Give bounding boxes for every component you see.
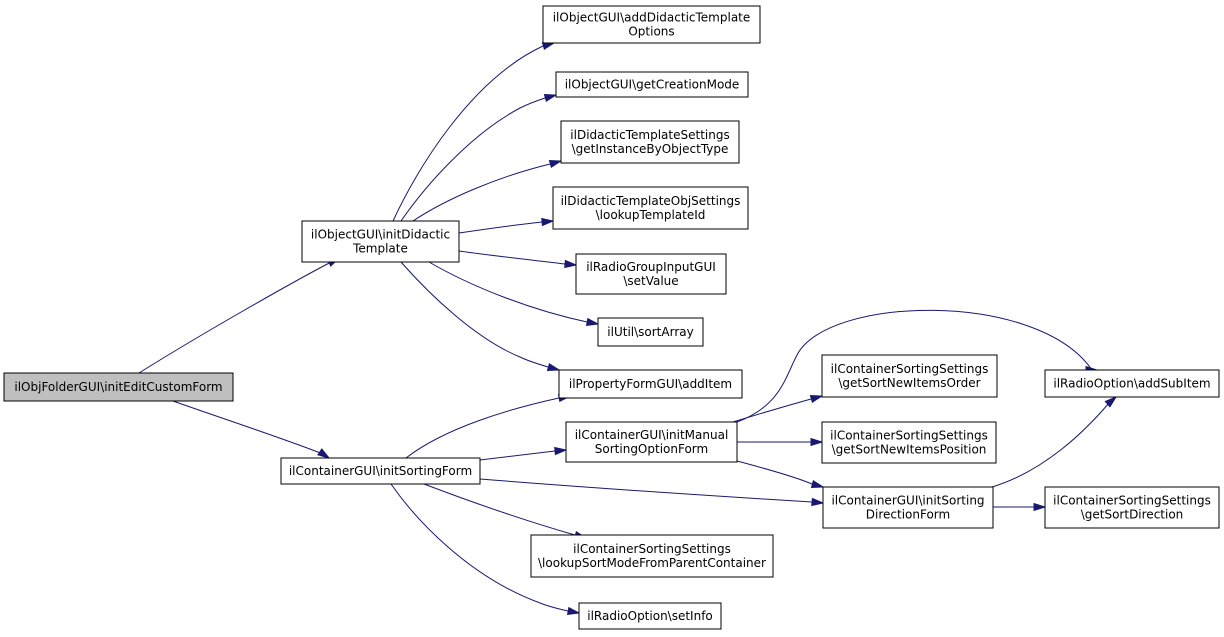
node-label-line: ilUtil\sortArray bbox=[607, 325, 693, 339]
node-box bbox=[1044, 486, 1220, 529]
edge-init_sorting_direction-to-add_sub_item bbox=[991, 395, 1118, 488]
node-label-line: ilObjectGUI\initDidactic bbox=[311, 228, 450, 242]
node-box bbox=[578, 602, 722, 630]
node-set-info[interactable]: ilRadioOption\setInfo bbox=[578, 602, 722, 630]
node-box bbox=[821, 421, 997, 464]
node-label-line: ilObjectGUI\getCreationMode bbox=[565, 78, 740, 92]
node-box bbox=[530, 534, 774, 578]
node-label-line: ilRadioGroupInputGUI bbox=[586, 260, 716, 274]
node-label-line: \getSortNewItemsOrder bbox=[838, 376, 980, 390]
node-label-line: ilObjFolderGUI\initEditCustomForm bbox=[14, 380, 222, 394]
node-lookup-sort-mode[interactable]: ilContainerSortingSettings\lookupSortMod… bbox=[530, 534, 774, 578]
node-box bbox=[558, 369, 743, 399]
node-box bbox=[575, 253, 727, 295]
node-radio-group-set-value[interactable]: ilRadioGroupInputGUI\setValue bbox=[575, 253, 727, 295]
node-label-line: ilContainerSortingSettings bbox=[831, 362, 989, 376]
node-box bbox=[597, 317, 704, 347]
node-label-line: \getInstanceByObjectType bbox=[572, 142, 729, 156]
node-label-line: ilContainerGUI\initManual bbox=[575, 428, 729, 442]
node-label-line: \lookupSortModeFromParentContainer bbox=[538, 556, 766, 570]
edge-init_didactic-to-get_instance_by_type bbox=[412, 159, 563, 222]
node-label-line: ilContainerGUI\initSorting bbox=[831, 494, 984, 508]
node-label-line: Options bbox=[628, 25, 674, 39]
edge-init_manual_sorting-to-get_sort_new_items_position bbox=[737, 437, 824, 447]
edge-init_sorting_form-to-lookup_sort_mode bbox=[423, 483, 588, 540]
node-label-line: ilContainerSortingSettings bbox=[830, 429, 988, 443]
node-add-item[interactable]: ilPropertyFormGUI\addItem bbox=[558, 369, 743, 399]
node-box bbox=[552, 186, 749, 230]
edge-init_didactic-to-get_creation_mode bbox=[400, 93, 558, 222]
node-label-line: \setValue bbox=[623, 274, 678, 288]
node-init-manual-sorting[interactable]: ilContainerGUI\initManualSortingOptionFo… bbox=[565, 421, 738, 463]
node-get-instance-by-type[interactable]: ilDidacticTemplateSettings\getInstanceBy… bbox=[560, 120, 740, 164]
node-box bbox=[565, 421, 738, 463]
node-label-line: \getSortNewItemsPosition bbox=[832, 443, 987, 457]
node-label-line: ilContainerSortingSettings bbox=[573, 542, 731, 556]
node-root[interactable]: ilObjFolderGUI\initEditCustomForm bbox=[3, 372, 234, 402]
node-box bbox=[3, 372, 234, 402]
edge-init_sorting_form-to-add_item bbox=[405, 393, 572, 459]
node-label-line: ilDidacticTemplateObjSettings bbox=[561, 194, 741, 208]
node-lookup-template-id[interactable]: ilDidacticTemplateObjSettings\lookupTemp… bbox=[552, 186, 749, 230]
node-label-line: \getSortDirection bbox=[1081, 508, 1184, 522]
node-box bbox=[821, 354, 998, 398]
node-label-line: ilRadioOption\addSubItem bbox=[1053, 377, 1210, 391]
edge-root-to-init_didactic bbox=[138, 257, 341, 374]
node-sort-array[interactable]: ilUtil\sortArray bbox=[597, 317, 704, 347]
edge-init_manual_sorting-to-get_sort_new_items_order bbox=[732, 394, 824, 423]
node-get-sort-direction[interactable]: ilContainerSortingSettings\getSortDirect… bbox=[1044, 486, 1220, 529]
edge-init_manual_sorting-to-init_sorting_direction bbox=[736, 460, 825, 489]
node-box bbox=[555, 71, 749, 98]
edge-root-to-init_sorting_form bbox=[172, 400, 331, 459]
node-label-line: ilContainerSortingSettings bbox=[1053, 494, 1211, 508]
node-get-sort-new-items-order[interactable]: ilContainerSortingSettings\getSortNewIte… bbox=[821, 354, 998, 398]
node-label-line: ilRadioOption\setInfo bbox=[587, 609, 713, 623]
node-label-line: DirectionForm bbox=[866, 508, 950, 522]
edge-init_didactic-to-add_didactic_options bbox=[392, 41, 556, 222]
node-label-line: ilContainerGUI\initSortingForm bbox=[289, 464, 472, 478]
node-label-line: \lookupTemplateId bbox=[596, 208, 706, 222]
node-box bbox=[822, 486, 994, 529]
node-label-line: SortingOptionForm bbox=[595, 442, 708, 456]
node-label-line: ilPropertyFormGUI\addItem bbox=[569, 377, 732, 391]
node-label-line: Template bbox=[352, 242, 408, 256]
node-get-sort-new-items-position[interactable]: ilContainerSortingSettings\getSortNewIte… bbox=[821, 421, 997, 464]
node-box bbox=[542, 5, 761, 44]
edge-init_sorting_form-to-init_sorting_direction bbox=[479, 478, 825, 507]
edge-init_sorting_form-to-init_manual_sorting bbox=[479, 446, 568, 461]
node-box bbox=[301, 220, 460, 263]
edge-init_sorting_direction-to-get_sort_direction bbox=[992, 502, 1047, 512]
edge-init_didactic-to-sort_array bbox=[428, 261, 600, 327]
node-label-line: ilDidacticTemplateSettings bbox=[570, 128, 729, 142]
node-get-creation-mode[interactable]: ilObjectGUI\getCreationMode bbox=[555, 71, 749, 98]
edge-init_didactic-to-add_item bbox=[400, 261, 561, 372]
node-init-sorting-form[interactable]: ilContainerGUI\initSortingForm bbox=[280, 457, 481, 485]
node-add-sub-item[interactable]: ilRadioOption\addSubItem bbox=[1044, 369, 1220, 398]
node-box bbox=[280, 457, 481, 485]
node-box bbox=[1044, 369, 1220, 398]
edge-init_sorting_form-to-set_info bbox=[390, 483, 581, 616]
edge-init_didactic-to-radio_group_set_value bbox=[458, 250, 578, 269]
node-label-line: ilObjectGUI\addDidacticTemplate bbox=[553, 11, 751, 25]
edge-init_didactic-to-lookup_template_id bbox=[458, 217, 555, 234]
node-box bbox=[560, 120, 740, 164]
